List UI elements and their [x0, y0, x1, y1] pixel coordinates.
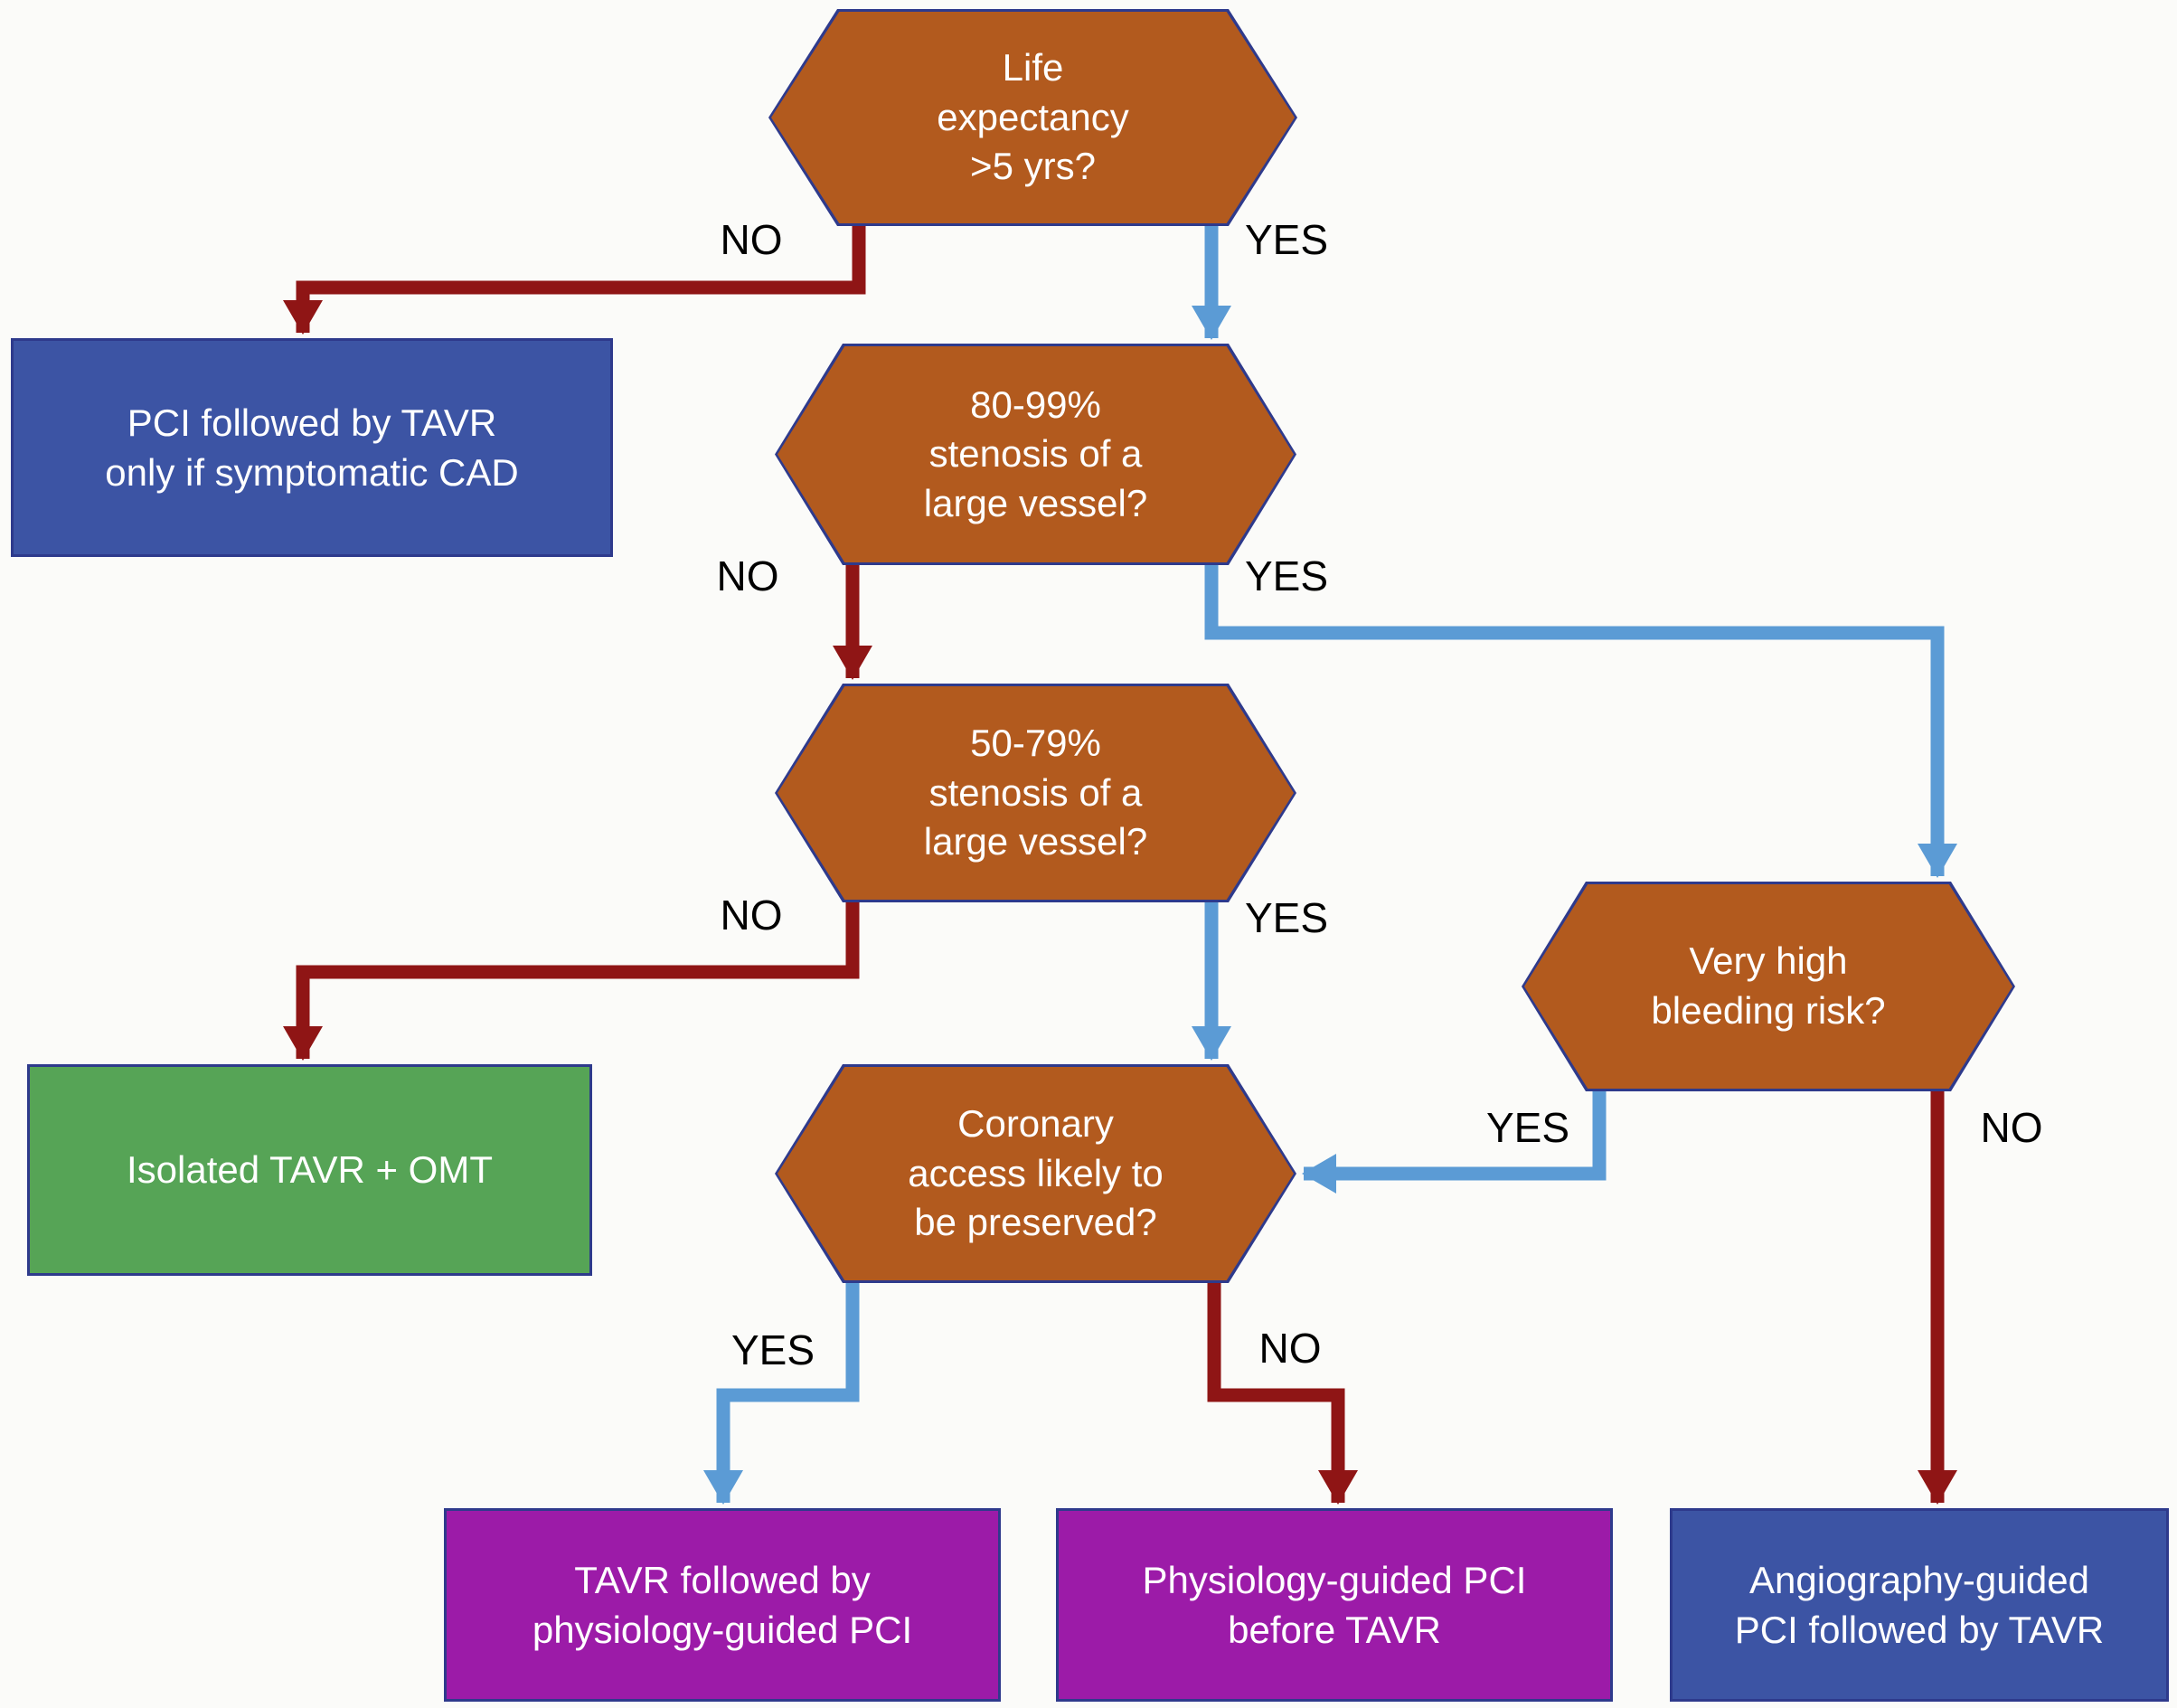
decision-stenosis-50-79-body: 50-79% stenosis of a large vessel?	[778, 686, 1294, 900]
outcome-isolated-tavr-omt-label: Isolated TAVR + OMT	[127, 1148, 493, 1192]
decision-life-expectancy-label: Life expectancy >5 yrs?	[937, 46, 1129, 188]
edge-label-bleeding-yes: YES	[1485, 1104, 1570, 1151]
outcome-pci-before-tavr-label: Physiology-guided PCI before TAVR	[1142, 1558, 1527, 1651]
decision-life-expectancy-body: Life expectancy >5 yrs?	[771, 12, 1295, 223]
outcome-pci-if-symptomatic: PCI followed by TAVR only if symptomatic…	[11, 338, 613, 557]
edge-bleeding-yes-arrow	[1302, 1089, 1607, 1194]
edge-label-life-no: NO	[720, 216, 783, 263]
edge-label-stenosis80-yes: YES	[1244, 552, 1329, 599]
edge-label-coronary-yes: YES	[730, 1326, 815, 1373]
decision-stenosis-80-99-label: 80-99% stenosis of a large vessel?	[923, 382, 1148, 524]
decision-stenosis-80-99: 80-99% stenosis of a large vessel?	[775, 344, 1296, 565]
decision-bleeding-risk-label: Very high bleeding risk?	[1651, 939, 1886, 1032]
outcome-angio-pci-tavr: Angiography-guided PCI followed by TAVR	[1670, 1508, 2169, 1702]
edge-label-life-yes: YES	[1244, 216, 1329, 263]
decision-stenosis-50-79-label: 50-79% stenosis of a large vessel?	[923, 722, 1148, 863]
decision-bleeding-risk-body: Very high bleeding risk?	[1524, 884, 2012, 1089]
decision-bleeding-risk: Very high bleeding risk?	[1522, 882, 2015, 1091]
edge-label-stenosis80-no: NO	[716, 552, 779, 599]
edge-label-bleeding-no: NO	[1980, 1104, 2043, 1151]
edge-label-stenosis50-yes: YES	[1244, 894, 1329, 941]
edge-stenosis50-no-arrow	[283, 899, 860, 1061]
edge-coronary-yes-arrow	[703, 1279, 860, 1505]
edge-stenosis80-yes-arrow	[1204, 561, 1957, 878]
outcome-angio-pci-tavr-label: Angiography-guided PCI followed by TAVR	[1734, 1558, 2105, 1651]
edge-life-no-arrow	[283, 224, 866, 335]
decision-coronary-access-label: Coronary access likely to be preserved?	[908, 1102, 1164, 1244]
decision-coronary-access-body: Coronary access likely to be preserved?	[778, 1067, 1294, 1280]
outcome-pci-if-symptomatic-label: PCI followed by TAVR only if symptomatic…	[105, 401, 519, 494]
outcome-isolated-tavr-omt: Isolated TAVR + OMT	[27, 1064, 592, 1276]
edge-label-coronary-no: NO	[1258, 1325, 1322, 1372]
outcome-tavr-then-pci-label: TAVR followed by physiology-guided PCI	[532, 1558, 913, 1651]
outcome-pci-before-tavr: Physiology-guided PCI before TAVR	[1056, 1508, 1613, 1702]
decision-stenosis-80-99-body: 80-99% stenosis of a large vessel?	[778, 346, 1294, 562]
decision-life-expectancy: Life expectancy >5 yrs?	[768, 9, 1297, 226]
edge-label-stenosis50-no: NO	[720, 892, 783, 939]
decision-coronary-access: Coronary access likely to be preserved?	[775, 1064, 1296, 1283]
edge-coronary-no-arrow	[1207, 1279, 1358, 1505]
decision-stenosis-50-79: 50-79% stenosis of a large vessel?	[775, 684, 1296, 902]
outcome-tavr-then-pci: TAVR followed by physiology-guided PCI	[444, 1508, 1001, 1702]
